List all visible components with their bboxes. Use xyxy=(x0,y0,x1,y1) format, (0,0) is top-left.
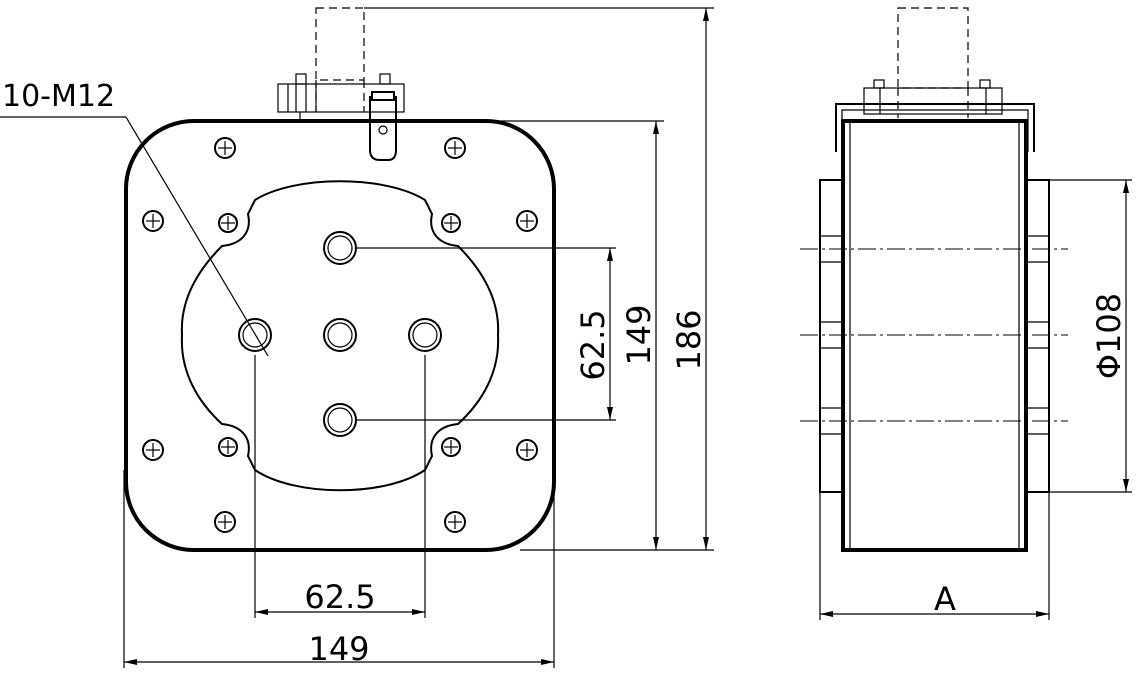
side-terminal-strip xyxy=(863,79,1003,115)
terminal-strip xyxy=(277,73,405,120)
m12-holes xyxy=(238,231,442,437)
mounting-bracket xyxy=(835,103,1035,152)
right-flange xyxy=(1025,179,1050,493)
thread-callout: 10-M12 xyxy=(2,79,115,114)
side-view: Φ108 A xyxy=(800,7,1132,620)
dim-width: 149 xyxy=(308,630,369,668)
dim-length: A xyxy=(934,580,956,618)
side-terminal-box-outline xyxy=(897,7,969,89)
body-outline xyxy=(124,119,556,552)
dim-height-overall: 186 xyxy=(670,309,708,370)
front-view: 10-M12 62.5 149 62.5 149 xyxy=(0,7,714,668)
plate-bolts xyxy=(218,213,461,457)
dim-hole-spacing-horizontal: 62.5 xyxy=(304,578,375,616)
lifting-tab xyxy=(369,96,397,161)
dim-hole-spacing-vertical: 62.5 xyxy=(574,309,612,380)
dim-height-body: 149 xyxy=(620,304,658,365)
outer-bolts xyxy=(142,137,538,533)
terminal-box-outline xyxy=(315,7,365,81)
left-flange xyxy=(819,179,844,493)
dim-diameter: Φ108 xyxy=(1090,293,1128,379)
